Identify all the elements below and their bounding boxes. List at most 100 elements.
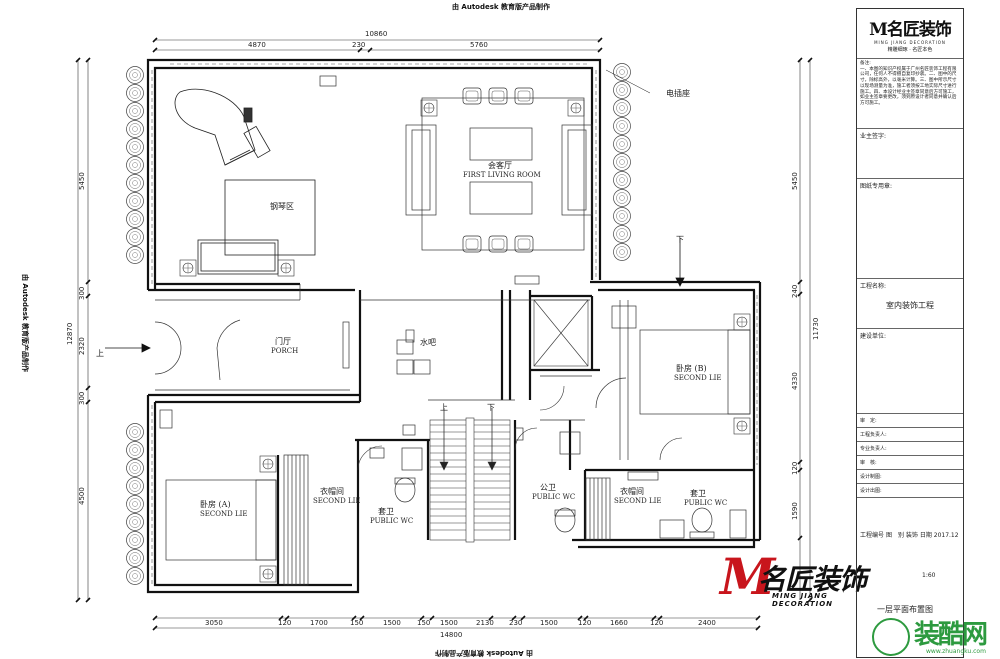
label-bedroom-b-en: SECOND LIE [674,374,722,382]
dim-bottom-12: 1660 [610,619,628,627]
label-publicwc-en: PUBLIC WC [532,493,575,501]
label-porch-cn: 门厅 [275,336,291,346]
dim-bottom-total: 14800 [440,631,462,639]
bedroom-b-furniture [595,305,751,435]
label-closet1-en: SECOND LIE [313,497,361,505]
dim-bottom-14: 2400 [698,619,716,627]
dim-bottom-11: 120 [578,619,591,627]
construction-unit: 建设单位: [857,329,963,414]
room-labels: 会客厅 FIRST LIVING ROOM 钢琴区 门厅 PORCH 水吧 卧房… [96,88,727,525]
dim-bottom-2: 120 [278,619,291,627]
label-bath2-en: PUBLIC WC [684,499,727,507]
dim-left-3: 2320 [78,337,86,355]
shrubs-left-top [126,66,144,264]
dim-right-2: 240 [791,285,799,298]
label-closet2-en: SECOND LIE [614,497,662,505]
label-down-right: 下 [676,235,684,244]
dim-left-4: 300 [78,392,86,405]
publicwc-fixtures [514,427,581,533]
label-bath2-cn: 套卫 [690,488,706,498]
dim-bottom-3: 1700 [310,619,328,627]
sign-row-2: 工程负责人: [857,428,963,442]
dim-right-1: 5450 [791,172,799,190]
sign-row-5: 设计制图: [857,470,963,484]
plan-title: 一层平面布置图 [877,605,933,614]
sign-row-4: 审 核: [857,456,963,470]
sign-row-6: 设计出图: [857,484,963,498]
dim-bottom-7: 1500 [440,619,458,627]
dim-right-3: 4330 [791,372,799,390]
stairs [429,408,511,543]
label-stair-down: 下 [487,403,495,412]
title-block: M名匠装饰 MING JIANG DECORATION 精雕细琢 · 名匠本色 … [856,8,964,658]
dim-bottom-4: 150 [350,619,363,627]
label-piano: 钢琴区 [270,201,294,211]
dim-left-1: 5450 [78,172,86,190]
label-publicwc-cn: 公卫 [540,483,556,492]
dim-left-5: 4500 [78,487,86,505]
dim-bottom-9: 230 [509,619,522,627]
company-logo: M 名匠装饰 MING JIANG DECORATION [720,547,870,609]
dim-bottom-10: 1500 [540,619,558,627]
window-lines [151,63,758,585]
label-up-left: 上 [96,349,104,358]
sign-row-3: 专业负责人: [857,442,963,456]
label-stair-up: 上 [440,403,448,412]
site-watermark: 装酷网 www.zhuangku.com [866,612,1000,659]
dimension-labels: 10860 4870 230 5760 14800 3050 120 1700 … [66,30,820,639]
living-furniture [319,75,593,285]
label-living-cn: 会客厅 [488,160,512,170]
porch-furniture [154,319,431,381]
watermark-circle-icon [872,618,910,656]
elevator [533,299,589,367]
label-closet1-cn: 衣帽间 [320,486,344,496]
door-swings [357,385,683,471]
label-closet2-cn: 衣帽间 [620,486,644,496]
dim-bottom-1: 3050 [205,619,223,627]
label-bath1-en: PUBLIC WC [370,517,413,525]
bedroom-a-furniture [159,409,309,586]
dim-bottom-13: 120 [650,619,663,627]
piano [174,88,316,277]
title-block-logo: M名匠装饰 MING JIANG DECORATION 精雕细琢 · 名匠本色 [857,9,963,59]
label-bath1-cn: 套卫 [378,506,394,516]
owner-signature: 业主签字: [857,129,963,179]
label-bedroom-b-cn: 卧房 (B) [676,363,707,373]
label-fireplace: 电插座 [666,88,690,98]
shrubs-right [613,63,631,261]
dim-left-total: 12870 [66,323,74,345]
sign-row-1: 审 定: [857,414,963,428]
watermark-top: 由 Autodesk 教育版产品制作 [452,3,551,11]
arrows [105,69,685,353]
dim-bottom-8: 2130 [476,619,494,627]
logo-mark: M [720,547,776,606]
dim-left-2: 300 [78,287,86,300]
dim-right-4: 120 [791,462,799,475]
logo-en: MING JIANG DECORATION [772,592,834,608]
dim-bottom-6: 150 [417,619,430,627]
label-bedroom-a-cn: 卧房 (A) [200,499,231,509]
project-name: 工程名称: 室内装饰工程 [857,279,963,329]
dim-top-3: 5760 [470,41,488,49]
drawing-seal: 图纸专用章: [857,179,963,279]
title-block-footer: 工程编号 图 别 装饰 日期 2017.12 [860,532,959,539]
dimension-ticks [75,37,813,631]
label-bedroom-a-en: SECOND LIE [200,510,248,518]
label-porch-en: PORCH [271,347,298,355]
dim-right-total: 11730 [812,318,820,340]
thin-lines [155,284,629,460]
dim-top-total: 10860 [365,30,387,38]
dim-bottom-5: 1500 [383,619,401,627]
label-bar: 水吧 [420,337,436,347]
bath1-fixtures [369,424,423,503]
dimension-lines [77,39,811,629]
logo-name: 名匠装饰 [758,563,867,596]
shrubs-left-bottom [126,423,144,585]
scale-label: 1:60 [922,572,936,579]
dim-top-1: 4870 [248,41,266,49]
label-living-en: FIRST LIVING ROOM [463,171,541,179]
dim-right-5: 1590 [791,502,799,520]
title-block-notes: 备注: 一、本图的知识产权属于广州名匠装饰工程有限公司，任何人不得擅自复印抄袭。… [857,59,963,129]
dim-top-2: 230 [352,41,365,49]
